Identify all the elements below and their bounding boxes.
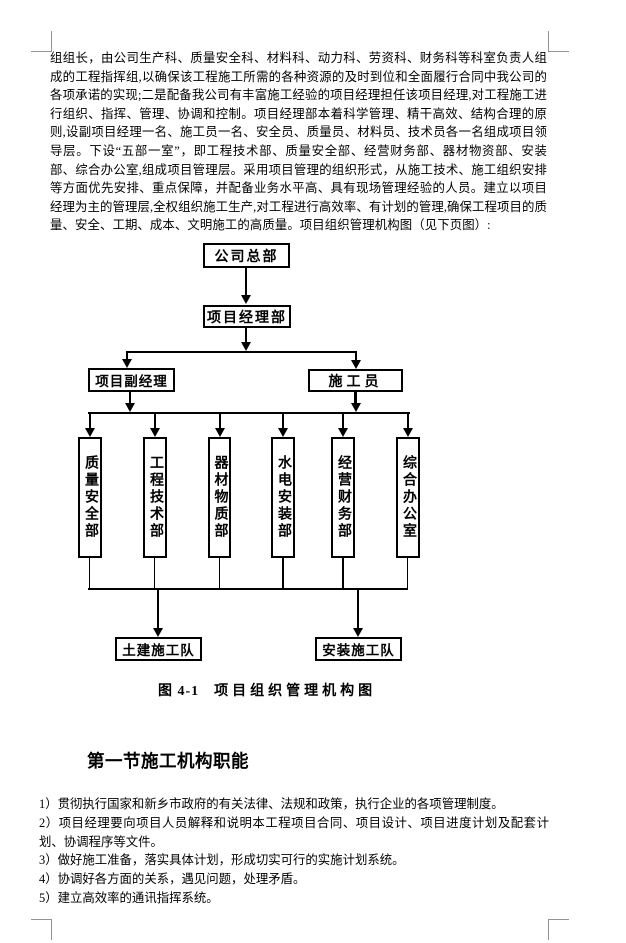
connector-line xyxy=(126,351,128,360)
arrow-down-icon xyxy=(403,428,413,437)
connector-line xyxy=(342,414,344,428)
connector-line xyxy=(88,412,410,414)
arrow-down-icon xyxy=(338,428,348,437)
org-node-dept-water-electric-install: 水电安装部 xyxy=(271,437,295,558)
arrow-down-icon xyxy=(241,295,251,304)
connector-line xyxy=(407,558,408,588)
list-item: 5）建立高效率的通讯指挥系统。 xyxy=(39,890,219,905)
arrow-down-icon xyxy=(122,359,132,368)
list-item: 2）项目经理要向项目人员解释和说明本工程项目合同、项目设计、项目进度计划及配套计… xyxy=(39,815,549,849)
arrow-down-icon xyxy=(215,428,225,437)
arrow-down-icon xyxy=(351,360,361,369)
connector-line xyxy=(219,558,220,588)
org-node-dept-engineering-tech: 工程技术部 xyxy=(143,437,167,558)
org-node-company-hq: 公司总部 xyxy=(203,243,290,268)
org-node-dept-equipment-material: 器材物质部 xyxy=(208,437,231,558)
connector-line xyxy=(89,414,91,428)
connector-line xyxy=(245,268,247,295)
duty-list: 1）贯彻执行国家和新乡市政府的有关法律、法规和政策，执行企业的各项管理制度。 2… xyxy=(39,795,549,908)
crop-mark-bottom-right-icon xyxy=(548,919,569,940)
body-paragraph: 组组长，由公司生产科、质量安全科、材料科、动力科、劳资科、财务科等科室负责人组成… xyxy=(50,51,547,233)
connector-line xyxy=(354,392,357,404)
connector-line xyxy=(282,558,284,588)
connector-line xyxy=(357,590,359,628)
list-item: 4）协调好各方面的关系，遇见问题，处理矛盾。 xyxy=(39,872,306,887)
org-node-civil-team: 土建施工队 xyxy=(115,637,202,661)
connector-line xyxy=(154,414,156,428)
org-node-deputy-pm: 项目副经理 xyxy=(88,368,175,392)
connector-line xyxy=(219,414,221,428)
figure-caption-title: 项目组织管理机构图 xyxy=(214,684,377,699)
arrow-down-icon xyxy=(150,428,160,437)
connector-line xyxy=(126,351,357,353)
connector-line xyxy=(154,558,155,588)
connector-line xyxy=(355,351,357,360)
list-item: 1）贯彻执行国家和新乡市政府的有关法律、法规和政策，执行企业的各项管理制度。 xyxy=(39,797,504,811)
connector-line xyxy=(245,328,247,343)
org-node-pm-dept: 项目经理部 xyxy=(203,305,291,328)
org-node-dept-quality-safety: 质量安全部 xyxy=(78,437,102,558)
arrow-down-icon xyxy=(278,428,288,437)
section-heading: 第一节施工机构职能 xyxy=(87,751,249,771)
arrow-down-icon xyxy=(153,628,163,637)
connector-line xyxy=(157,590,159,628)
crop-mark-top-left-icon xyxy=(31,31,52,52)
figure-caption-label: 图 4-1 xyxy=(158,684,200,699)
arrow-down-icon xyxy=(351,403,361,412)
org-node-install-team: 安装施工队 xyxy=(315,637,402,661)
org-node-dept-operation-finance: 经营财务部 xyxy=(331,437,355,558)
crop-mark-top-right-icon xyxy=(548,31,569,52)
org-node-constructor: 施工员 xyxy=(308,369,403,392)
arrow-down-icon xyxy=(353,628,363,637)
arrow-down-icon xyxy=(125,403,135,412)
connector-line xyxy=(89,558,90,588)
connector-line xyxy=(342,558,344,588)
connector-line xyxy=(88,588,408,590)
crop-mark-bottom-left-icon xyxy=(31,919,52,940)
connector-line xyxy=(129,392,131,404)
connector-line xyxy=(407,414,409,428)
arrow-down-icon xyxy=(241,342,251,351)
org-node-dept-general-office: 综合办公室 xyxy=(396,437,420,558)
connector-line xyxy=(282,414,284,428)
list-item: 3）做好施工准备，落实具体计划，形成切实可行的实施计划系统。 xyxy=(39,853,405,868)
figure-caption: 图 4-1 项目组织管理机构图 xyxy=(158,680,376,700)
arrow-down-icon xyxy=(85,428,95,437)
